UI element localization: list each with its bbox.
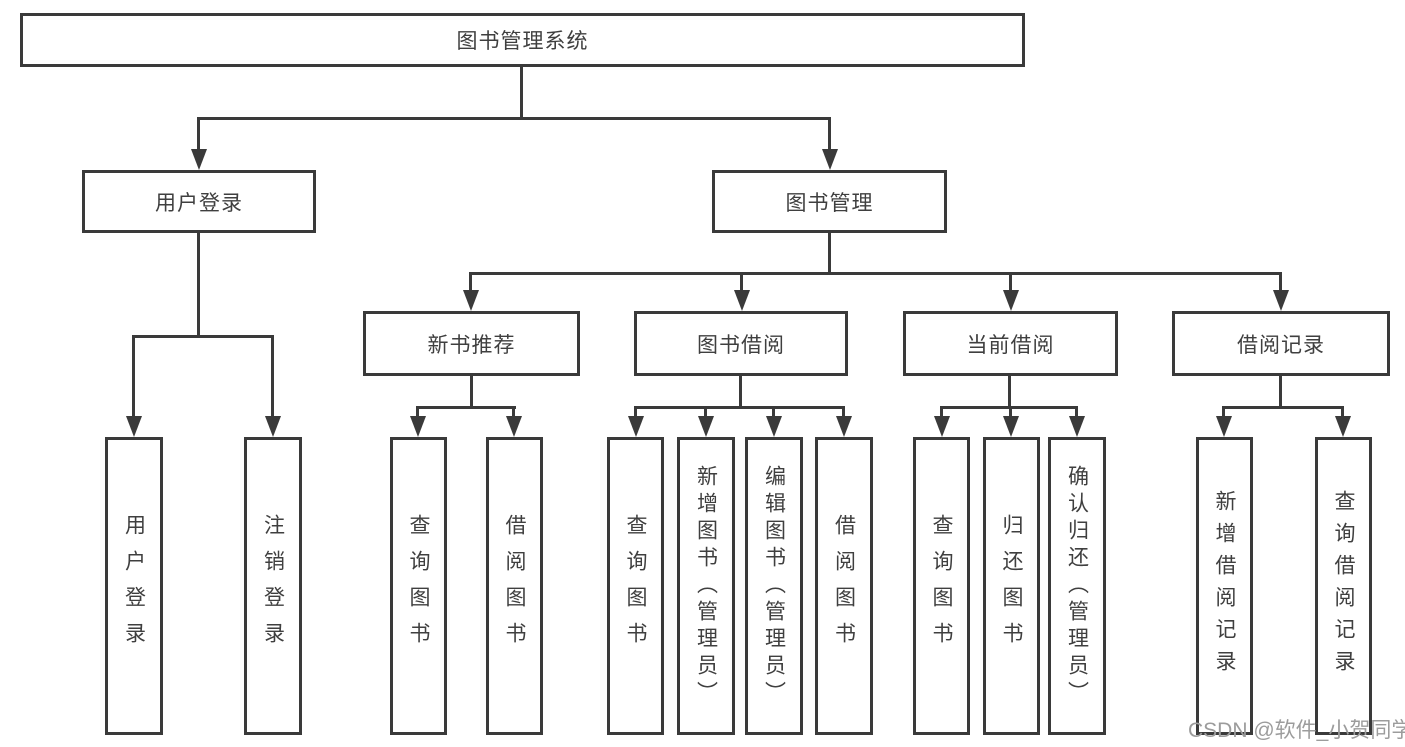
connector-line xyxy=(842,406,845,418)
connector-line xyxy=(1008,376,1011,406)
leaf-query-books-current: 查询图书 xyxy=(913,437,970,735)
leaf-borrow-books-recommend: 借阅图书 xyxy=(486,437,543,735)
connector-line xyxy=(416,406,516,409)
leaf-add-borrow-record: 新增借阅记录 xyxy=(1196,437,1253,735)
leaf-return-book: 归还图书 xyxy=(983,437,1040,735)
connector-line xyxy=(1009,272,1012,293)
connector-line xyxy=(197,117,831,120)
arrow-down-icon xyxy=(126,416,142,437)
leaf-confirm-return-admin: 确认归还（管理员） xyxy=(1048,437,1106,735)
connector-line xyxy=(1279,376,1282,406)
connector-line xyxy=(470,376,473,406)
node-book-borrowing: 图书借阅 xyxy=(634,311,848,376)
leaf-logout: 注销登录 xyxy=(244,437,302,735)
connector-line xyxy=(197,233,200,335)
node-user-login: 用户登录 xyxy=(82,170,316,233)
arrow-down-icon xyxy=(410,416,426,437)
arrow-down-icon xyxy=(698,416,714,437)
connector-line xyxy=(772,406,775,418)
arrow-down-icon xyxy=(265,416,281,437)
leaf-user-login: 用户登录 xyxy=(105,437,163,735)
connector-line xyxy=(271,335,274,417)
node-new-book-recommend: 新书推荐 xyxy=(363,311,580,376)
arrow-down-icon xyxy=(463,290,479,311)
connector-line xyxy=(469,272,472,293)
arrow-down-icon xyxy=(191,149,207,170)
arrow-down-icon xyxy=(506,416,522,437)
connector-line xyxy=(940,406,943,418)
connector-line xyxy=(828,233,831,272)
connector-line xyxy=(1222,406,1225,418)
connector-line xyxy=(197,117,200,151)
arrow-down-icon xyxy=(734,290,750,311)
arrow-down-icon xyxy=(1335,416,1351,437)
arrow-down-icon xyxy=(766,416,782,437)
connector-line xyxy=(1279,272,1282,293)
arrow-down-icon xyxy=(822,149,838,170)
connector-line xyxy=(416,406,419,418)
connector-line xyxy=(1075,406,1078,418)
arrow-down-icon xyxy=(1003,290,1019,311)
arrow-down-icon xyxy=(836,416,852,437)
connector-line xyxy=(634,406,844,409)
arrow-down-icon xyxy=(1069,416,1085,437)
leaf-edit-book-admin: 编辑图书（管理员） xyxy=(745,437,803,735)
node-borrowing-records: 借阅记录 xyxy=(1172,311,1390,376)
csdn-watermark: CSDN @软件_小贺同学 xyxy=(1188,719,1405,742)
arrow-down-icon xyxy=(1216,416,1232,437)
connector-line xyxy=(1341,406,1344,418)
node-book-management: 图书管理 xyxy=(712,170,947,233)
connector-line xyxy=(739,376,742,406)
node-current-borrowing: 当前借阅 xyxy=(903,311,1118,376)
arrow-down-icon xyxy=(1003,416,1019,437)
leaf-borrow-books: 借阅图书 xyxy=(815,437,873,735)
connector-line xyxy=(1009,406,1012,418)
connector-line xyxy=(132,335,274,338)
connector-line xyxy=(520,67,523,117)
connector-line xyxy=(828,117,831,151)
connector-line xyxy=(469,272,1282,275)
connector-line xyxy=(1222,406,1344,409)
arrow-down-icon xyxy=(934,416,950,437)
leaf-add-book-admin: 新增图书（管理员） xyxy=(677,437,735,735)
arrow-down-icon xyxy=(628,416,644,437)
connector-line xyxy=(634,406,637,418)
leaf-query-books-recommend: 查询图书 xyxy=(390,437,447,735)
leaf-query-borrow-record: 查询借阅记录 xyxy=(1315,437,1372,735)
connector-line xyxy=(740,272,743,293)
arrow-down-icon xyxy=(1273,290,1289,311)
connector-line xyxy=(512,406,515,418)
leaf-query-books-borrowing: 查询图书 xyxy=(607,437,664,735)
connector-line xyxy=(704,406,707,418)
node-library-system: 图书管理系统 xyxy=(20,13,1025,67)
connector-line xyxy=(132,335,135,417)
